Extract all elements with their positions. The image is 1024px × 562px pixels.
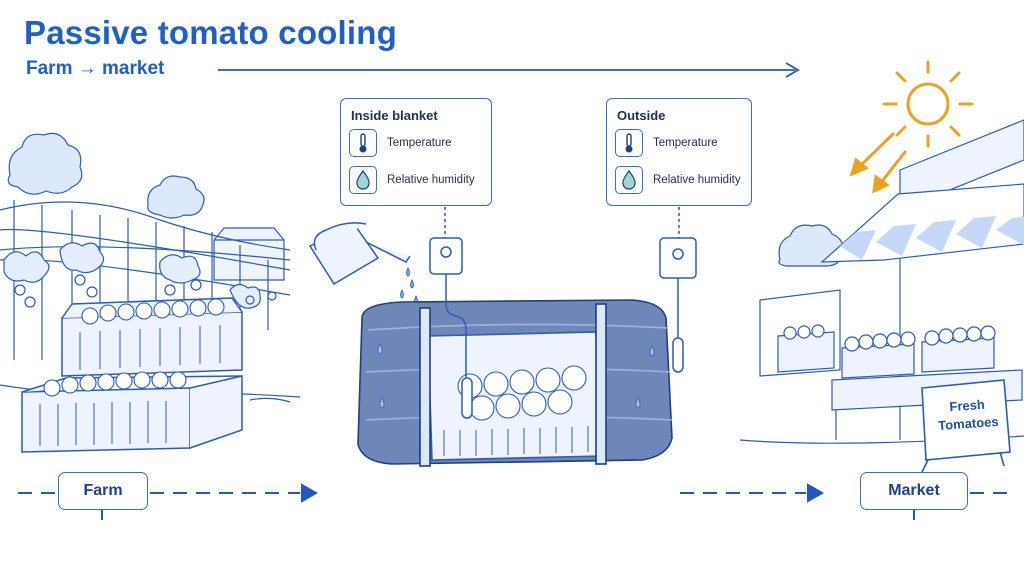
market-label: Market [860, 472, 968, 510]
panel-title: Outside [617, 108, 666, 123]
water-drop-icon [349, 166, 377, 194]
journey-arrow [218, 62, 800, 78]
market-sign: Fresh Tomatoes [926, 380, 1011, 455]
farm-label: Farm [58, 472, 148, 510]
outside-sensor [659, 207, 697, 373]
page-subtitle: Farm → market [26, 58, 165, 79]
thermometer-icon [349, 129, 377, 157]
row-label: Relative humidity [387, 174, 475, 186]
water-drop-icon [615, 166, 643, 194]
humidity-row: Relative humidity [349, 166, 483, 198]
inside-blanket-panel: Inside blanket Temperature Relative humi… [340, 98, 492, 206]
temperature-row: Temperature [349, 129, 483, 161]
humidity-row: Relative humidity [615, 166, 743, 198]
watering-can-icon [308, 222, 418, 315]
sun-icon [882, 60, 974, 148]
row-label: Temperature [653, 137, 718, 149]
outside-panel: Outside Temperature Relative humidity [606, 98, 752, 206]
row-label: Temperature [387, 137, 452, 149]
temperature-row: Temperature [615, 129, 743, 161]
row-label: Relative humidity [653, 174, 741, 186]
timeline [18, 483, 1010, 520]
farm-scene [0, 132, 301, 403]
insulated-blanket [357, 299, 673, 467]
panel-title: Inside blanket [351, 108, 438, 123]
page-title: Passive tomato cooling [24, 14, 397, 51]
inside-sensor [429, 207, 473, 419]
market-sign-board [921, 379, 1011, 473]
sun-ray-arrows [849, 132, 907, 194]
farm-crates [21, 297, 243, 453]
thermometer-icon [615, 129, 643, 157]
